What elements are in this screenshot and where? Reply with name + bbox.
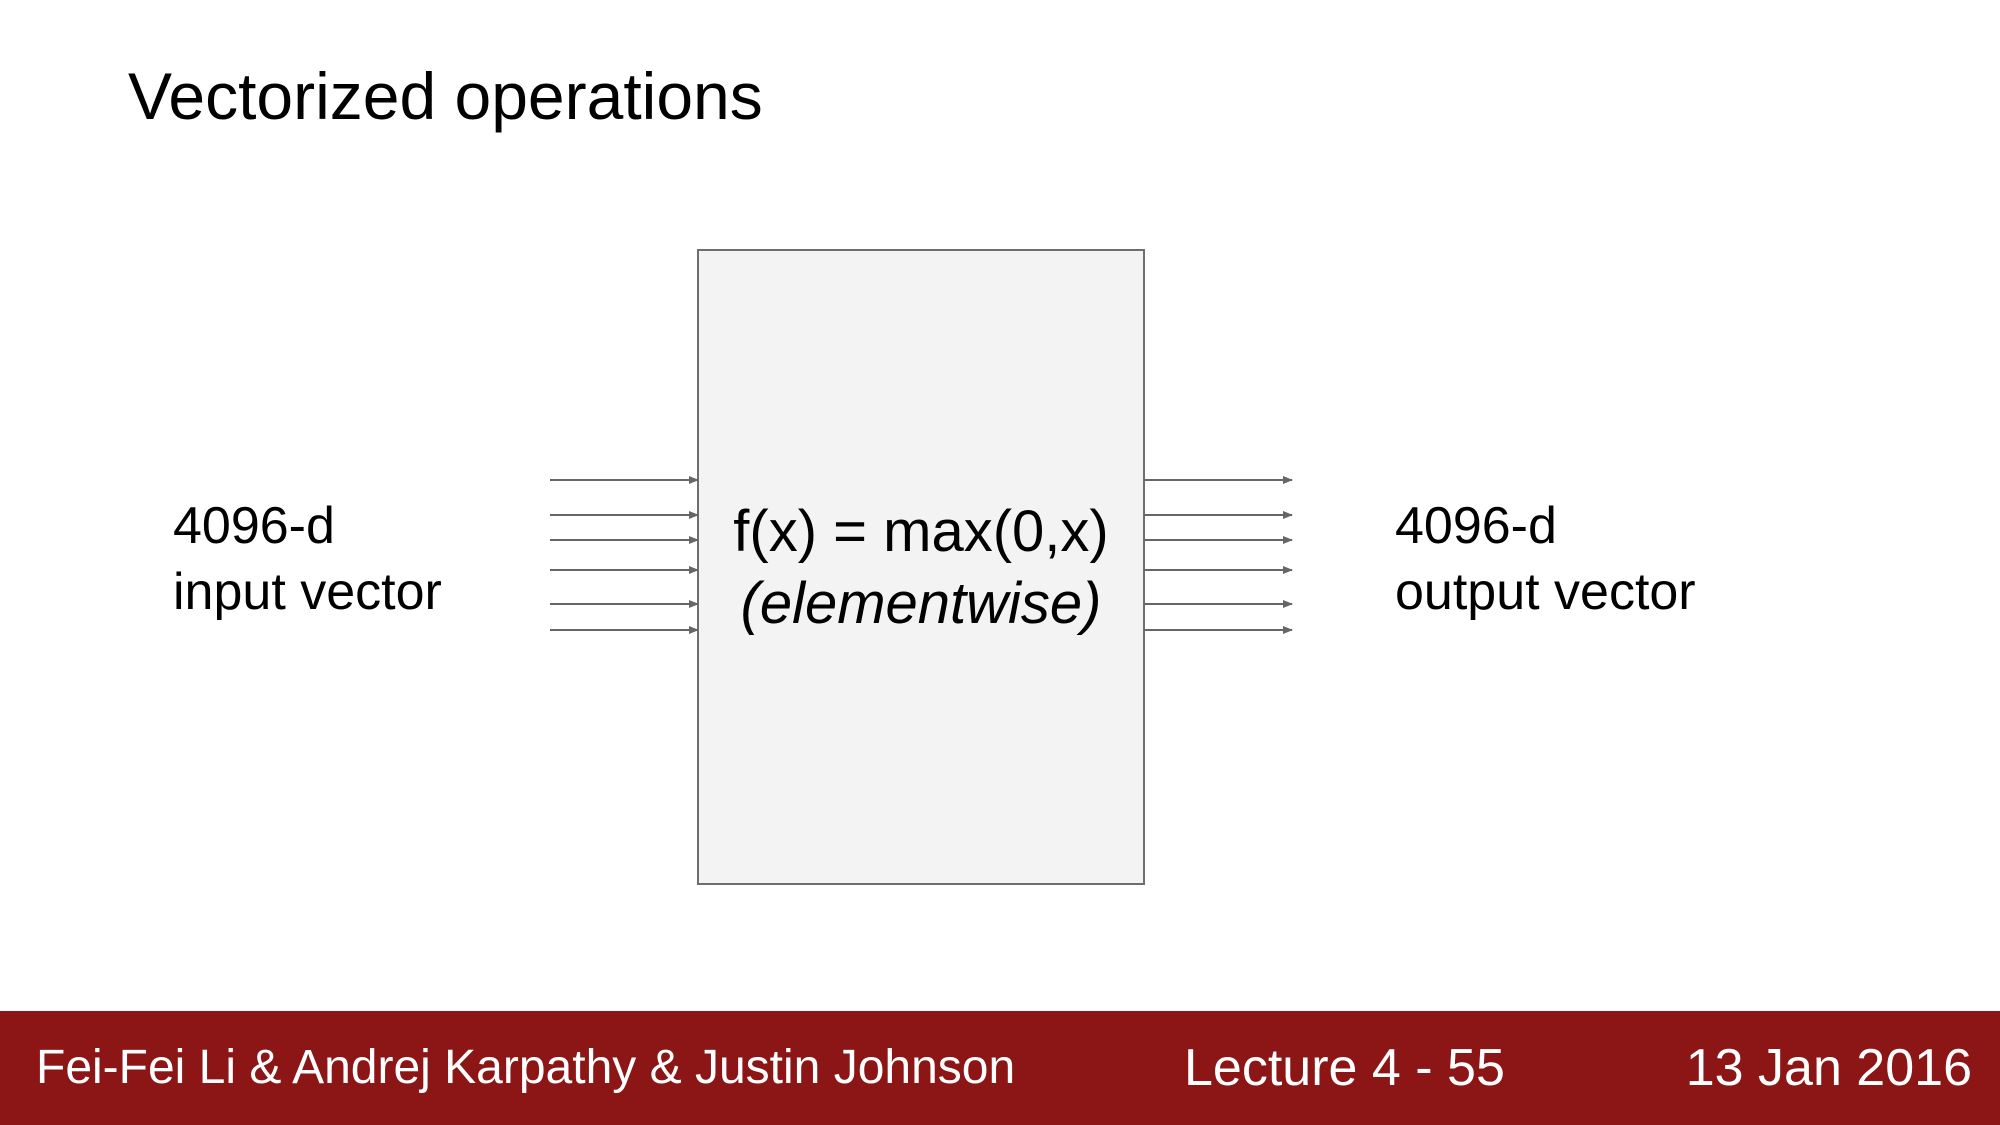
- input-description: input vector: [173, 563, 442, 621]
- output-arrows: [1144, 476, 1293, 634]
- output-description: output vector: [1395, 563, 1696, 621]
- output-dimension: 4096-d: [1395, 497, 1557, 555]
- output-vector-label: 4096-d output vector: [1395, 493, 1696, 625]
- function-box: [697, 249, 1145, 885]
- footer-authors: Fei-Fei Li & Andrej Karpathy & Justin Jo…: [36, 1041, 1016, 1094]
- function-formula: f(x) = max(0,x): [733, 499, 1109, 564]
- function-note: (elementwise): [740, 571, 1102, 636]
- input-arrows: [550, 476, 699, 634]
- input-vector-label: 4096-d input vector: [173, 493, 442, 625]
- slide-title: Vectorized operations: [128, 59, 763, 133]
- diagram: [550, 249, 1293, 885]
- footer-date: 13 Jan 2016: [1685, 1039, 1972, 1097]
- input-dimension: 4096-d: [173, 497, 335, 555]
- footer-lecture: Lecture 4 - 55: [1184, 1039, 1505, 1097]
- footer-bar: Fei-Fei Li & Andrej Karpathy & Justin Jo…: [0, 1011, 2000, 1125]
